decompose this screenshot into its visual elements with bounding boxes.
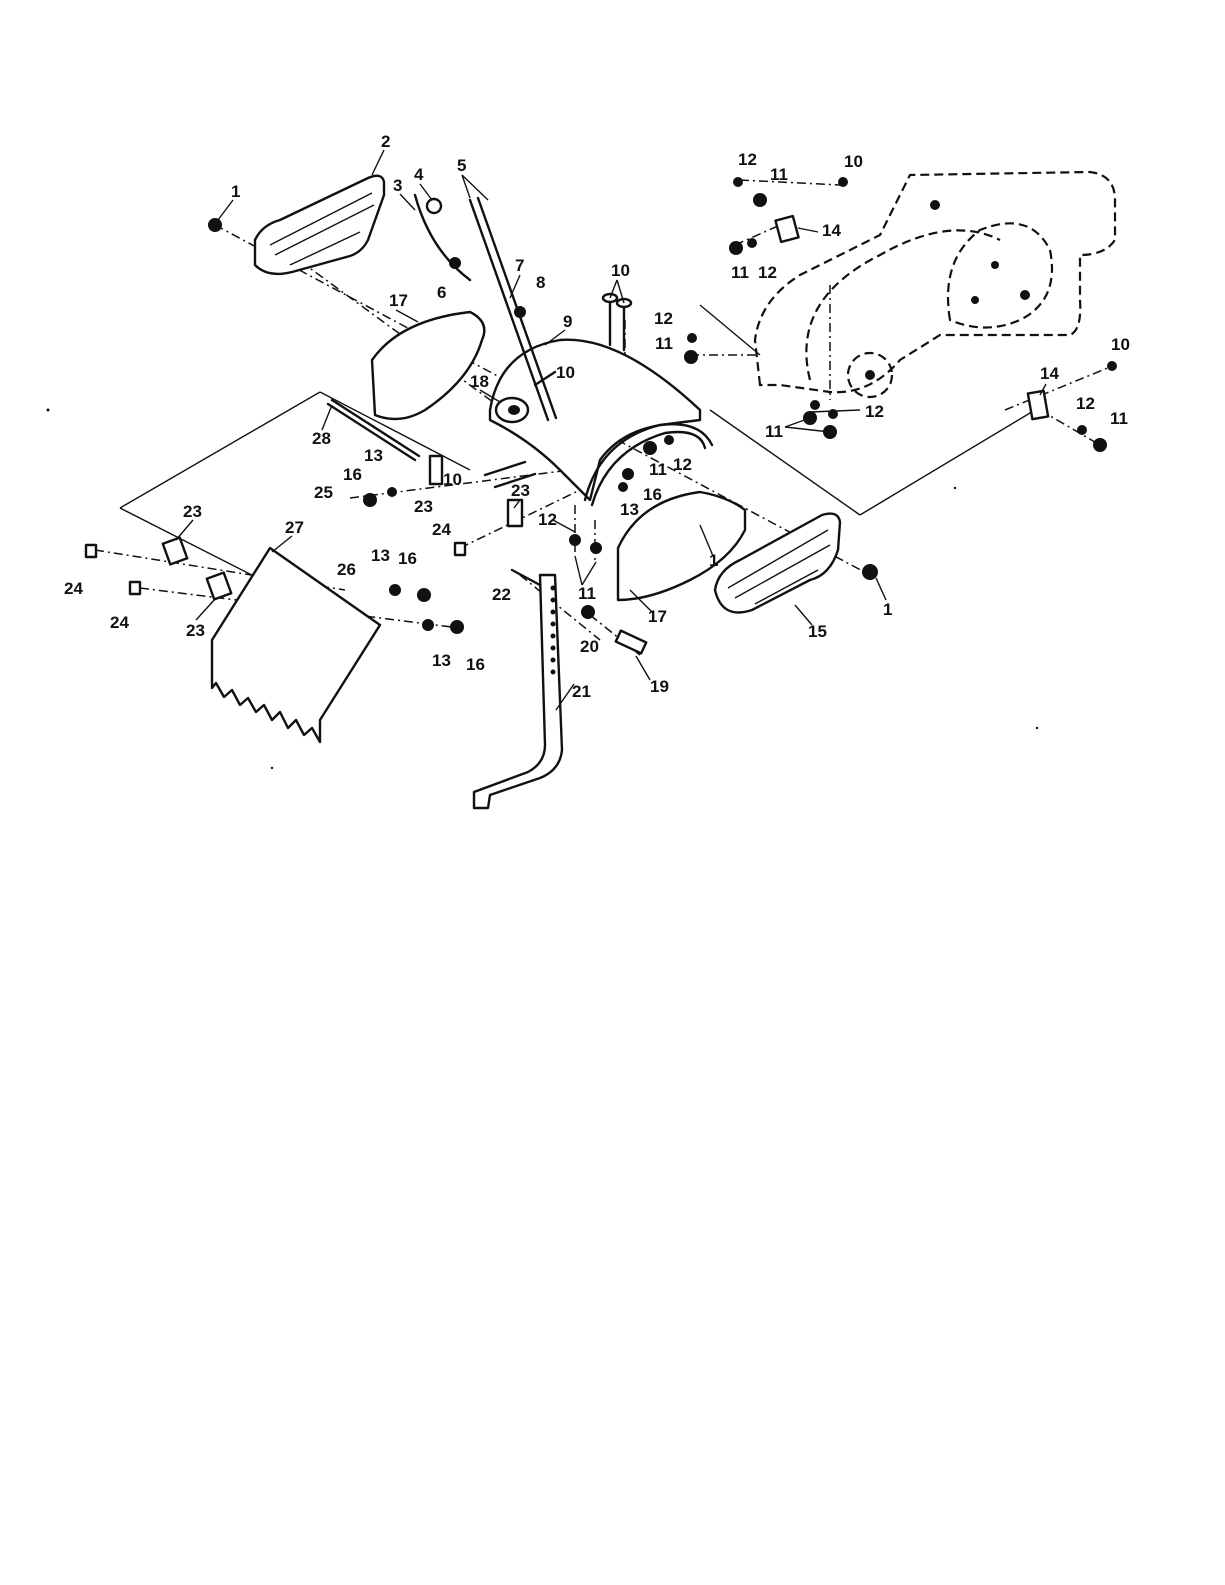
callout-10-bolts-left: 10 [443, 470, 462, 489]
depth-stake-bracket [496, 398, 528, 422]
callout-23-left-bottom: 23 [186, 621, 205, 640]
callout-16-hood: 16 [643, 485, 662, 504]
callout-10-hood-top: 10 [611, 261, 630, 280]
tiller-frame-transmission [755, 172, 1115, 397]
callout-6: 6 [437, 283, 446, 302]
left-shield-extension [255, 176, 384, 274]
callout-11-hood-right: 11 [655, 334, 673, 353]
callout-2: 2 [381, 132, 390, 151]
callout-11-bottom: 11 [578, 584, 596, 603]
callout-27: 27 [285, 518, 304, 537]
callout-17-left: 17 [389, 291, 408, 310]
callout-23-left-top: 23 [183, 502, 202, 521]
callout-9: 9 [563, 312, 572, 331]
callout-1-right-plate: 1 [709, 551, 718, 570]
callout-23-center-left: 23 [414, 497, 433, 516]
callout-10-frame-top: 10 [844, 152, 863, 171]
callout-12-frame-mid: 12 [758, 263, 777, 282]
callout-11-frame-mid: 11 [731, 263, 749, 282]
callout-24-left-bottom: 24 [110, 613, 129, 632]
callout-11-frame-right: 11 [1110, 409, 1128, 428]
callout-12-bottom: 12 [538, 510, 557, 529]
callout-11-frame-top: 11 [770, 165, 788, 184]
callout-4: 4 [414, 165, 424, 184]
callout-13-flap-lower: 13 [432, 651, 451, 670]
callout-25: 25 [314, 483, 333, 502]
callout-14-frame-right: 14 [1040, 364, 1059, 383]
callout-22: 22 [492, 585, 511, 604]
callout-24-center: 24 [432, 520, 451, 539]
callout-26: 26 [337, 560, 356, 579]
callout-23-center-right: 23 [511, 481, 530, 500]
callout-13-hood: 13 [620, 500, 639, 519]
callout-13-left: 13 [364, 446, 383, 465]
callout-15: 15 [808, 622, 827, 641]
callout-12-hood-right: 12 [654, 309, 673, 328]
mounting-brackets-14 [775, 216, 1048, 419]
callout-28: 28 [312, 429, 331, 448]
callout-10-lever: 10 [556, 363, 575, 382]
callout-20: 20 [580, 637, 599, 656]
callout-13-flap-upper: 13 [371, 546, 390, 565]
callout-12-hood-front: 12 [673, 455, 692, 474]
callout-18: 18 [470, 372, 489, 391]
callout-3: 3 [393, 176, 402, 195]
callout-16-flap-upper: 16 [398, 549, 417, 568]
callout-16-left: 16 [343, 465, 362, 484]
callout-8: 8 [536, 273, 545, 292]
callout-24-left-top: 24 [64, 579, 83, 598]
callout-11-hood-front: 11 [649, 460, 667, 479]
callout-19: 19 [650, 677, 669, 696]
callout-12-frame-bottom: 12 [865, 402, 884, 421]
callout-12-frame-right: 12 [1076, 394, 1095, 413]
callout-10-frame-right: 10 [1111, 335, 1130, 354]
callout-21: 21 [572, 682, 591, 701]
callout-11-frame-bottom: 11 [765, 422, 783, 441]
callout-1: 1 [231, 182, 240, 201]
callout-14-frame-top: 14 [822, 221, 841, 240]
callout-1-right-end: 1 [883, 600, 892, 619]
callout-5: 5 [457, 156, 466, 175]
left-side-plate [372, 312, 484, 419]
callout-7: 7 [515, 256, 524, 275]
depth-stake [474, 570, 646, 808]
callout-16-flap-lower: 16 [466, 655, 485, 674]
callout-12-frame-top: 12 [738, 150, 757, 169]
